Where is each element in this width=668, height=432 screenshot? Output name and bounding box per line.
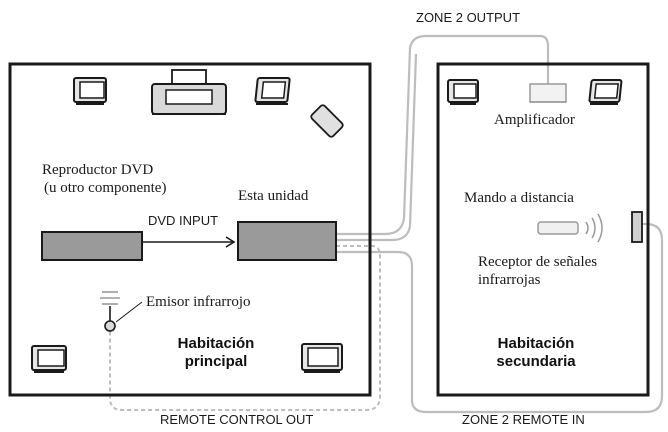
label-second-room-2: secundaria <box>496 353 576 370</box>
label-main-room-1: Habitación <box>178 335 255 352</box>
projector-icon <box>151 69 227 115</box>
label-this-unit: Esta unidad <box>238 188 309 204</box>
ir-emitter <box>100 291 120 332</box>
speaker-icon <box>447 79 479 105</box>
ir-receiver-icon <box>631 211 643 243</box>
main-room <box>8 62 372 397</box>
remote-control-icon <box>310 104 344 138</box>
speaker-zone2-left <box>447 79 479 105</box>
speaker-surround-right <box>301 343 343 373</box>
cables <box>109 34 664 414</box>
speaker-front-right <box>254 77 291 105</box>
speaker-icon <box>588 79 623 105</box>
amplifier-icon <box>529 83 567 103</box>
dvd-player <box>41 231 143 261</box>
label-second-room-1: Habitación <box>498 335 575 352</box>
remote-control-main <box>310 104 344 138</box>
zone2-remote-in-cable <box>336 222 664 414</box>
this-unit <box>237 221 337 261</box>
speaker-icon <box>31 345 67 373</box>
zone2-output-cable-inner <box>336 53 418 242</box>
label-amplifier: Amplificador <box>494 112 575 128</box>
ir-emitter-leader <box>115 301 143 323</box>
projector <box>151 69 227 115</box>
label-dvd-input: DVD INPUT <box>148 213 218 228</box>
label-remote-control-out: REMOTE CONTROL OUT <box>160 412 313 427</box>
label-ir-emitter: Emisor infrarrojo <box>146 294 251 310</box>
dvd-input-arrow <box>142 236 236 248</box>
speaker-surround-left <box>31 345 67 373</box>
label-zone2-output: ZONE 2 OUTPUT <box>416 10 520 25</box>
remote-control-icon <box>537 213 603 243</box>
speaker-icon <box>73 77 107 105</box>
speaker-zone2-right <box>588 79 623 105</box>
speaker-icon <box>254 77 291 105</box>
secondary-room <box>436 62 650 397</box>
speaker-icon <box>301 343 343 373</box>
remote-control-out-cable <box>109 245 381 411</box>
ir-emitter-icon <box>100 291 120 332</box>
amplifier <box>529 83 567 103</box>
label-ir-receiver-1: Receptor de señales <box>478 254 597 270</box>
remote-control-zone2 <box>537 213 603 243</box>
label-main-room-2: principal <box>185 353 248 370</box>
label-dvd-player-1: Reproductor DVD <box>42 162 153 178</box>
label-remote-control: Mando a distancia <box>464 190 574 206</box>
ir-receiver <box>631 211 643 243</box>
label-zone2-remote-in: ZONE 2 REMOTE IN <box>462 412 585 427</box>
label-dvd-player-2: (u otro componente) <box>44 180 166 196</box>
speaker-front-left <box>73 77 107 105</box>
zone2-output-cable <box>336 34 550 236</box>
label-ir-receiver-2: infrarrojas <box>478 272 541 288</box>
